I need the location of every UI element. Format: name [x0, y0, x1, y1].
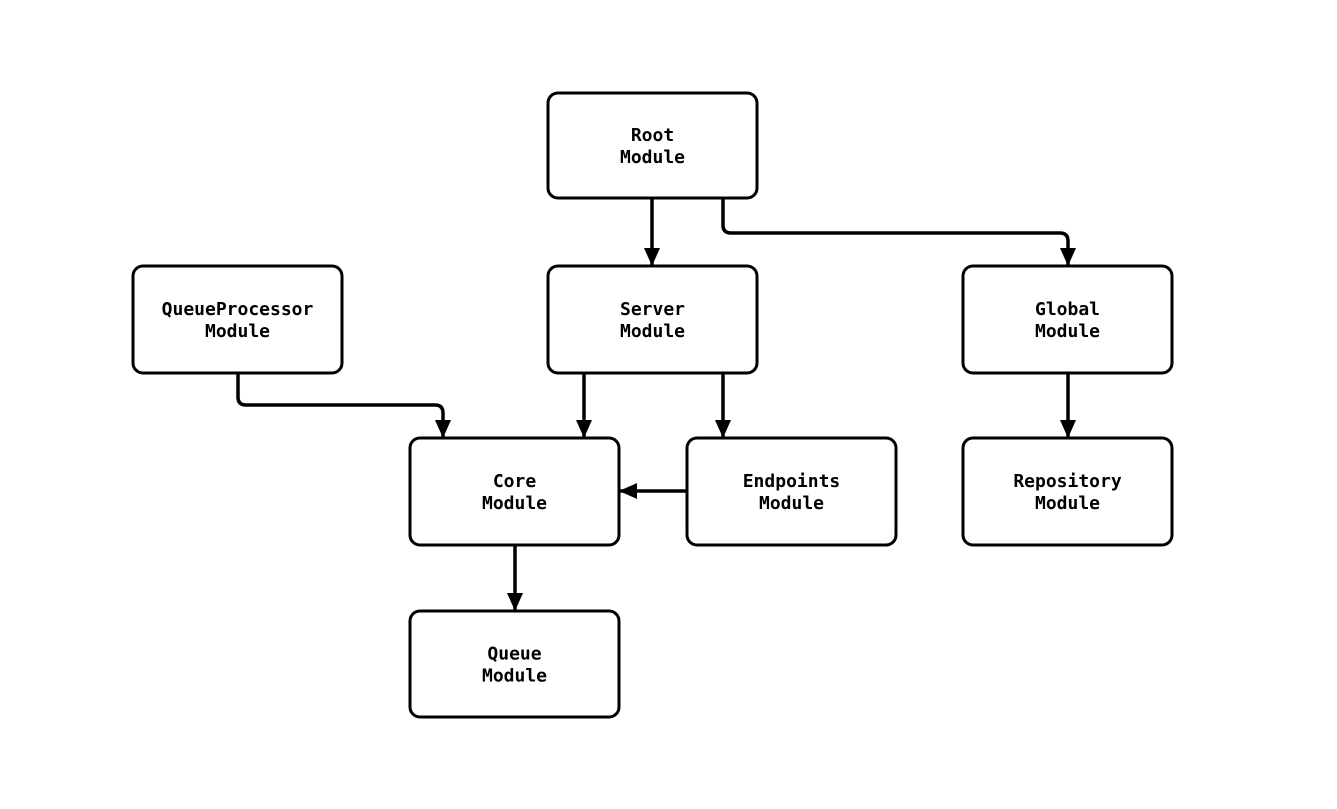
- edge-queueprocessor-module-to-core-module: [236, 373, 451, 438]
- edge-root-module-to-global-module: [721, 198, 1076, 266]
- edges-layer: [236, 198, 1076, 611]
